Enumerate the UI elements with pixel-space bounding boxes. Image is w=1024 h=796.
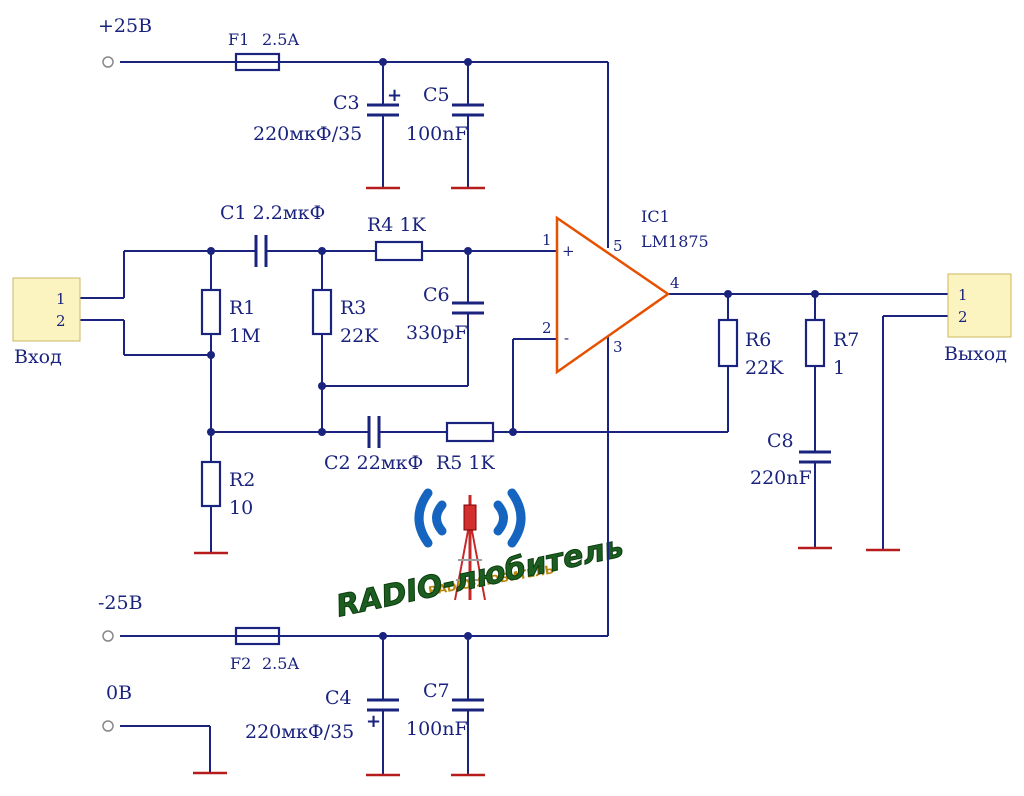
c7-value: 100nF (406, 718, 468, 740)
ground-symbols (193, 186, 900, 777)
c4-name: C4 (325, 687, 352, 709)
r1-value: 1M (229, 325, 261, 347)
capacitor-c7: C7 100nF (406, 680, 484, 740)
input-pin-1: 1 (56, 290, 66, 308)
ic1-name: IC1 (641, 207, 670, 226)
r2-name: R2 (229, 469, 255, 491)
opamp-ic1: + - 1 2 5 3 4 IC1 LM1875 (542, 207, 709, 375)
terminal-pos25 (102, 56, 114, 68)
c5-name: C5 (423, 84, 450, 106)
capacitor-c1: C1 2.2мкФ (220, 202, 325, 267)
capacitor-c3: + C3 220мкФ/35 (253, 85, 402, 145)
fuse-f2: F2 2.5A (230, 626, 299, 673)
r6-name: R6 (745, 329, 771, 351)
ic1-pin2: 2 (542, 319, 552, 337)
ic1-pin1: 1 (542, 231, 552, 249)
resistor-r7: R7 1 (804, 318, 859, 379)
output-pin-2: 2 (958, 308, 968, 326)
resistor-r5: R5 1K (436, 421, 496, 474)
ic1-pin4: 4 (670, 274, 680, 292)
f2-value: 2.5A (262, 654, 299, 673)
c1-label: C1 2.2мкФ (220, 202, 325, 224)
ic1-minus-sign: - (564, 329, 569, 347)
radio-wave-left-inner (432, 500, 447, 536)
resistor-r3: R3 22K (311, 288, 379, 347)
c7-name: C7 (423, 680, 450, 702)
input-pin-2: 2 (56, 312, 66, 330)
f2-name: F2 (230, 654, 251, 673)
r4-label: R4 1K (367, 214, 427, 236)
c3-name: C3 (333, 92, 360, 114)
capacitor-c2: C2 22мкФ (324, 416, 423, 474)
ic1-pin3: 3 (613, 338, 623, 356)
r7-name: R7 (833, 329, 859, 351)
c8-value: 220nF (750, 467, 812, 489)
c3-polarity: + (387, 85, 402, 106)
neg-supply-label: -25В (98, 592, 143, 614)
output-connector: 1 2 Выход (944, 273, 1012, 365)
resistor-r4: R4 1K (367, 214, 427, 262)
r2-value: 10 (229, 497, 253, 519)
radio-wave-right-inner (493, 500, 508, 536)
supply-terminals: +25В -25В 0В (98, 15, 152, 732)
capacitor-c8: C8 220nF (750, 430, 831, 489)
output-label: Выход (944, 343, 1007, 365)
resistor-r2: R2 10 (200, 460, 255, 519)
radio-lyubitel-logo: RADIO-ЛЮБИТЕЛЬ RADIO-любитель (333, 488, 627, 625)
output-pin-1: 1 (958, 286, 968, 304)
input-connector: 1 2 Вход (12, 277, 81, 368)
capacitor-c4: + C4 220мкФ/35 (245, 687, 399, 743)
r5-label: R5 1K (436, 452, 496, 474)
c6-name: C6 (423, 284, 450, 306)
logo-main-text: RADIO-любитель (333, 529, 627, 624)
r1-name: R1 (229, 297, 255, 319)
junction-dots (207, 58, 819, 640)
wires (80, 61, 948, 775)
r3-name: R3 (340, 297, 366, 319)
capacitor-c6: C6 330pF (406, 284, 484, 344)
resistor-r6: R6 22K (717, 318, 784, 379)
pos-supply-label: +25В (98, 15, 152, 37)
c2-label: C2 22мкФ (324, 452, 423, 474)
fuse-f1: F1 2.5A (228, 30, 299, 72)
input-label: Вход (14, 346, 62, 368)
c4-polarity: + (366, 711, 381, 732)
ic1-part: LM1875 (641, 232, 709, 251)
antenna-tower-icon (454, 495, 486, 601)
r6-value: 22K (745, 357, 784, 379)
c5-value: 100nF (406, 123, 468, 145)
zero-volt-label: 0В (106, 682, 132, 704)
resistor-r1: R1 1M (200, 288, 261, 347)
capacitor-c5: C5 100nF (406, 84, 484, 145)
radio-wave-left-outer (414, 488, 433, 548)
terminal-0v (102, 720, 114, 732)
c8-name: C8 (767, 430, 794, 452)
radio-wave-right-outer (507, 488, 526, 548)
terminal-neg25 (102, 630, 114, 642)
c4-value: 220мкФ/35 (245, 721, 354, 743)
ic1-plus-sign: + (562, 242, 575, 260)
r7-value: 1 (833, 357, 845, 379)
ic1-pin5: 5 (613, 237, 623, 255)
r3-value: 22K (340, 325, 379, 347)
c6-value: 330pF (406, 322, 468, 344)
c3-value: 220мкФ/35 (253, 123, 362, 145)
f1-value: 2.5A (262, 30, 299, 49)
f1-name: F1 (228, 30, 249, 49)
